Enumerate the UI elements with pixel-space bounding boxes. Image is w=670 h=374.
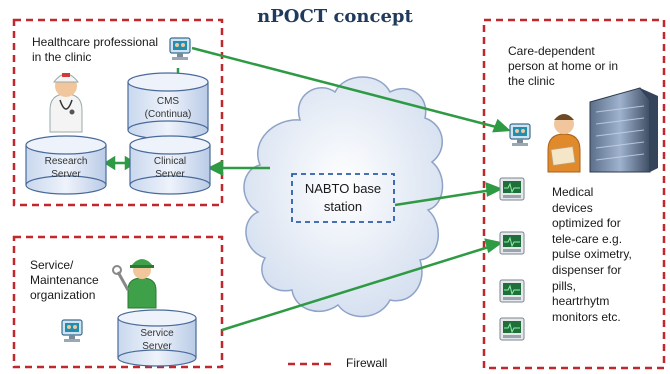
service-label-line3: organization xyxy=(30,288,96,302)
arrowhead-clinical-server xyxy=(207,159,224,177)
research-label-line2: Server xyxy=(51,168,81,180)
clinic-monitor-icon xyxy=(169,37,191,60)
service-label-line1: Service/ xyxy=(30,258,74,272)
devices-text-line5: pulse oximetry, xyxy=(552,247,632,262)
cms-server-label: CMS (Continua) xyxy=(128,96,208,121)
clinic-label-line1: Healthcare professional xyxy=(32,35,159,49)
clinic-label-line2: in the clinic xyxy=(32,50,92,64)
nabto-label-line2: station xyxy=(323,198,363,214)
devices-text-line4: tele-care e.g. xyxy=(552,231,623,246)
service-server-line2: Server xyxy=(142,340,172,352)
diagram-title: nPOCT concept xyxy=(257,6,413,27)
patient-icon xyxy=(547,114,581,173)
arrowhead-research xyxy=(103,155,116,171)
clinic-box-label: Healthcare professional in the clinic xyxy=(32,35,158,65)
home-box-label: Care-dependent person at home or in the … xyxy=(508,44,618,89)
devices-text-line7: pills, xyxy=(552,278,577,293)
home-label-line3: the clinic xyxy=(508,74,555,88)
link-service-to-device2 xyxy=(221,244,493,332)
devices-text-line6: dispenser for xyxy=(552,262,622,277)
home-monitor-icon xyxy=(509,123,531,146)
clinic-firewall-box xyxy=(12,18,224,207)
cms-label-line1: CMS xyxy=(156,96,180,107)
research-server-label: Research Server xyxy=(26,156,106,181)
home-firewall-box xyxy=(482,18,666,370)
internet-cloud xyxy=(243,76,444,318)
home-label-line1: Care-dependent xyxy=(508,44,595,58)
arrowhead-device1 xyxy=(485,182,504,197)
medical-device-1-icon xyxy=(499,177,525,201)
devices-text-line2: devices xyxy=(552,200,593,215)
devices-text-line3: optimized for xyxy=(552,216,621,231)
clinical-server-cylinder xyxy=(129,135,211,195)
medical-device-2-icon xyxy=(499,231,525,255)
service-server-cylinder xyxy=(117,309,197,367)
arrowhead-device2 xyxy=(484,238,503,254)
nabto-label-line1: NABTO base xyxy=(304,181,382,196)
service-worker-icon xyxy=(112,259,157,309)
clinical-label-line1: Clinical xyxy=(153,156,187,167)
nabto-label: NABTO base station xyxy=(292,180,394,215)
medical-device-3-icon xyxy=(499,279,525,303)
link-cloud-to-device1 xyxy=(394,188,493,207)
devices-text-line8: heartrhytm xyxy=(552,294,610,309)
nabto-base-station-box xyxy=(291,173,395,223)
home-label-line2: person at home or in xyxy=(508,59,619,73)
link-clinic-monitor-to-home xyxy=(191,46,501,130)
doctor-icon xyxy=(49,73,83,133)
medical-device-4-icon xyxy=(499,317,525,341)
clinical-label-line2: Server xyxy=(155,168,185,180)
service-server-label: Service Server xyxy=(118,328,196,353)
cms-server-cylinder xyxy=(127,72,209,140)
research-server-cylinder xyxy=(25,135,107,195)
research-label-line1: Research xyxy=(44,156,88,167)
devices-text-line9: monitors etc. xyxy=(552,309,621,324)
service-monitor-icon xyxy=(61,319,83,342)
clinical-server-label: Clinical Server xyxy=(130,156,210,181)
service-box-label: Service/ Maintenance organization xyxy=(30,258,99,303)
arrowhead-home-monitor xyxy=(492,118,512,133)
service-label-line2: Maintenance xyxy=(30,273,99,287)
cms-label-line2: (Continua) xyxy=(144,108,192,120)
service-server-line1: Service xyxy=(140,328,174,339)
office-building-icon xyxy=(589,87,658,173)
medical-devices-description: Medical devices optimized for tele-care … xyxy=(552,185,632,325)
devices-text-line1: Medical xyxy=(552,185,594,199)
firewall-legend-label: Firewall xyxy=(346,356,388,370)
